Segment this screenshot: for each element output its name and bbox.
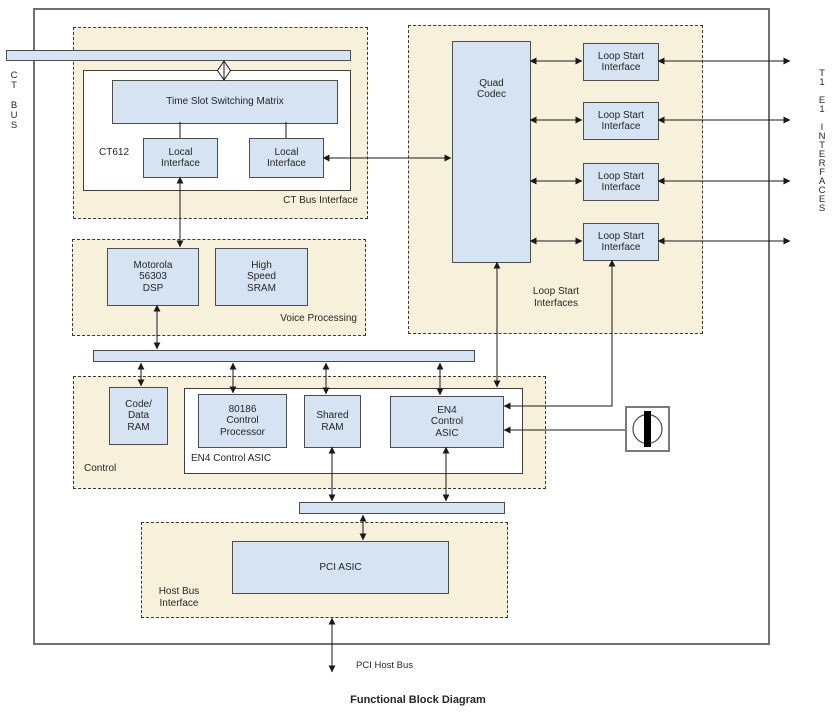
block-loop-start-interface-2: Loop Start Interface [583,102,659,140]
block-loop-start-interface-4: Loop Start Interface [583,223,659,261]
block-code-data-ram: Code/ Data RAM [109,387,168,445]
block-time-slot-switching-matrix: Time Slot Switching Matrix [112,80,338,124]
loop-start-interfaces-group-label: Loop Start Interfaces [532,286,580,309]
ct-bus-bar [6,50,351,61]
block-pci-asic: PCI ASIC [232,541,449,594]
t1-e1-interfaces-side-label: T 1 E 1 I N T E R F A C E S [818,68,826,214]
block-80186-control-processor: 80186 Control Processor [198,394,287,448]
ct-bus-side-label: C T B U S [10,70,18,131]
block-local-interface-left: Local Interface [143,138,218,178]
block-en4-control-asic: EN4 Control ASIC [390,396,504,448]
ct-bus-interface-group-label: CT Bus Interface [283,195,358,206]
host-bus-interface-group-label: Host Bus Interface [158,586,200,609]
pci-host-bus-label: PCI Host Bus [356,660,414,671]
diagram-title: Functional Block Diagram [350,694,486,706]
ct612-chip-label: CT612 [99,147,130,158]
voice-processing-group-label: Voice Processing [280,313,357,324]
block-shared-ram: Shared RAM [304,395,361,448]
control-group-label: Control [84,463,117,474]
block-local-interface-right: Local Interface [249,138,324,178]
block-loop-start-interface-1: Loop Start Interface [583,43,659,81]
host-bus-bar [299,502,505,514]
quad-codec-label: Quad Codec [477,78,506,101]
en4-control-asic-inner-label: EN4 Control ASIC [191,453,272,464]
block-quad-codec: Quad Codec [452,41,531,263]
local-bus-bar [93,350,475,362]
block-loop-start-interface-3: Loop Start Interface [583,163,659,201]
block-motorola-56303-dsp: Motorola 56303 DSP [107,248,199,306]
block-high-speed-sram: High Speed SRAM [215,248,308,306]
